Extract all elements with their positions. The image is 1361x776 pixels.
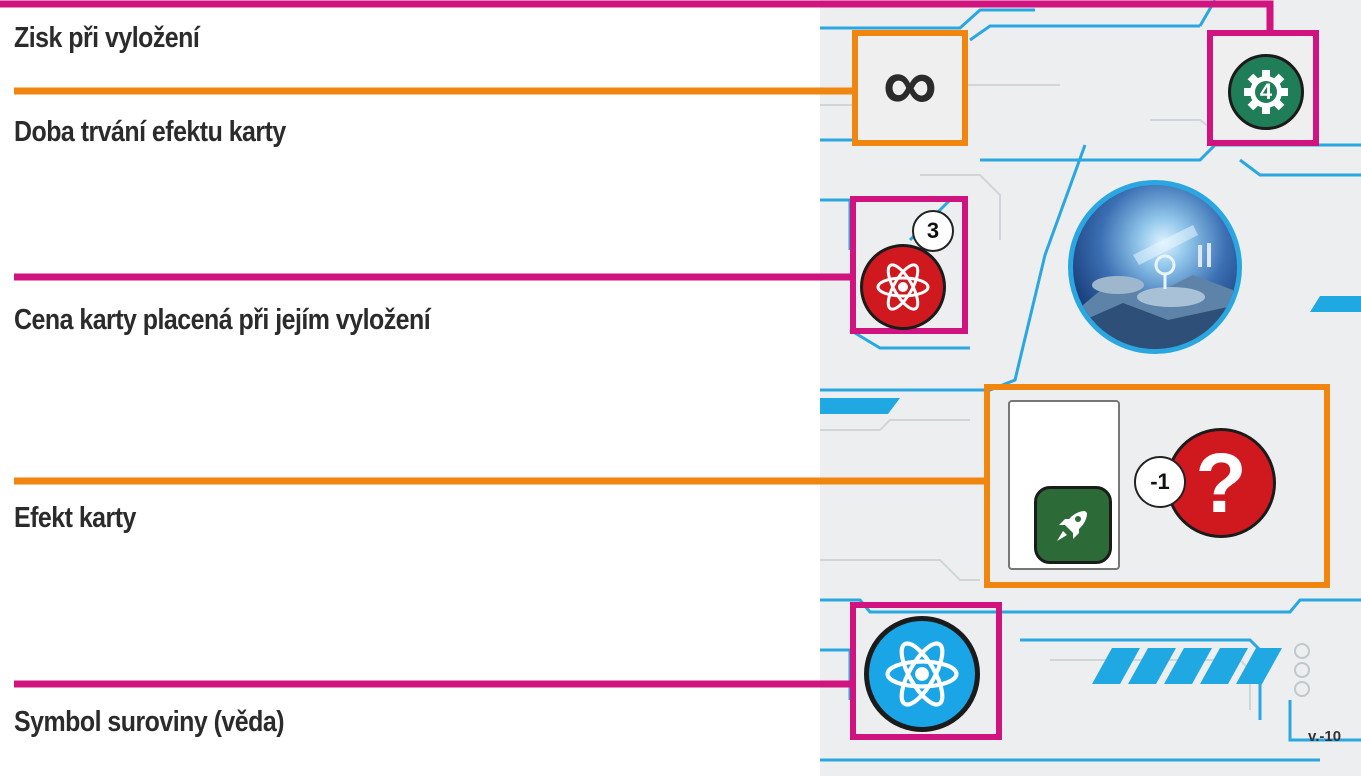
- resource-box: [850, 602, 1002, 740]
- rocket-icon: [1034, 486, 1112, 564]
- gain-value: 4: [1259, 79, 1273, 104]
- infinity-symbol: ∞: [882, 42, 938, 127]
- effect-modifier: -1: [1150, 469, 1170, 494]
- atom-icon: [885, 641, 959, 707]
- cost-atom-icon: [860, 244, 946, 330]
- card-version: v.-10: [1308, 728, 1342, 745]
- label-effect: Efekt karty: [14, 502, 136, 534]
- question-token: ?: [1166, 428, 1276, 538]
- cost-value: 3: [926, 218, 940, 243]
- atom-icon: [876, 263, 930, 311]
- gain-box: 4: [1207, 30, 1319, 146]
- duration-box: ∞: [852, 30, 968, 146]
- resource-atom-token: [864, 616, 980, 732]
- gear-shape: [1244, 70, 1288, 114]
- game-card: v.-10 ∞ 4: [820, 0, 1361, 776]
- label-duration: Doba trvání efektu karty: [14, 116, 286, 148]
- question-symbol: ?: [1195, 436, 1247, 530]
- space-station-image: [1068, 180, 1242, 354]
- cost-box: 3: [850, 196, 968, 334]
- label-resource: Symbol suroviny (věda): [14, 706, 285, 738]
- cost-badge: 3: [912, 210, 954, 252]
- space-station-art: [1073, 225, 1237, 349]
- label-cost: Cena karty placená při jejím vyložení: [14, 304, 431, 336]
- gear-icon: 4: [1228, 54, 1304, 130]
- effect-box: ? -1: [984, 384, 1330, 588]
- effect-target-card: [1008, 400, 1120, 570]
- effect-modifier-badge: -1: [1134, 456, 1186, 508]
- label-gain: Zisk při vyložení: [14, 22, 200, 54]
- rocket-shape: [1057, 511, 1087, 541]
